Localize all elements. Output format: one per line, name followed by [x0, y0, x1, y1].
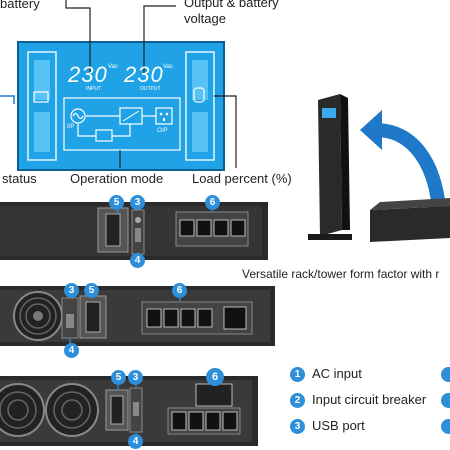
output-voltage-label-1: Output & battery — [184, 0, 279, 10]
load-percent-pointer — [214, 95, 237, 168]
breaker-3 — [110, 395, 124, 425]
badge-u3-6: 6 — [206, 368, 224, 386]
input-unit: Vac — [108, 64, 118, 70]
badge-u3-3: 3 — [128, 370, 143, 385]
tower-ups-screen — [322, 108, 336, 118]
battery-icon — [33, 91, 49, 103]
legend-badge-cut-1 — [441, 367, 450, 382]
legend-text-3: USB port — [312, 418, 365, 433]
load-percent-label: Load percent (%) — [192, 171, 292, 186]
rear-panel-1 — [0, 202, 268, 260]
breaker-1 — [105, 213, 121, 247]
arrow-head — [360, 110, 382, 150]
battery-segment-bottom — [34, 112, 50, 152]
legend-badge-3: 3 — [290, 419, 305, 434]
status-label: status — [2, 171, 37, 186]
badge-u1-3: 3 — [130, 195, 145, 210]
badge-u1-5: 5 — [109, 195, 124, 210]
operation-mode-box — [63, 97, 181, 151]
battery-label: battery — [0, 0, 40, 11]
badge-u2-6: 6 — [172, 283, 187, 298]
legend-text-1: AC input — [312, 366, 362, 381]
lcd-panel — [17, 41, 225, 171]
badge-u1-4: 4 — [130, 253, 145, 268]
op-label: O/P — [157, 128, 168, 134]
voltage-pointer — [143, 5, 176, 74]
input-label: INPUT — [86, 86, 101, 92]
badge-u2-3: 3 — [64, 283, 79, 298]
battery-segment-top — [34, 60, 50, 100]
tower-ups-body — [318, 94, 342, 236]
load-segment-bottom — [192, 112, 208, 152]
outlet-icon — [155, 107, 173, 125]
legend-badge-1: 1 — [290, 367, 305, 382]
rack-ups-body — [370, 206, 450, 242]
hw-outlet-3 — [195, 383, 233, 407]
tower-base — [308, 234, 352, 240]
battery-level-bar — [27, 51, 57, 161]
ip-label: I/P — [67, 124, 75, 130]
usb-port-1 — [135, 217, 141, 223]
fan-3a — [0, 383, 45, 437]
battery-pointer — [65, 0, 91, 74]
form-factor-caption: Versatile rack/tower form factor with r — [242, 267, 440, 281]
breaker-2 — [85, 301, 101, 333]
operation-mode-label: Operation mode — [70, 171, 164, 186]
product-illustration — [308, 94, 450, 242]
load-icon — [193, 87, 205, 103]
output-unit: Vac — [163, 64, 173, 70]
badge-u1-6: 6 — [205, 195, 220, 210]
badge-u2-5: 5 — [84, 283, 99, 298]
badge-u3-5: 5 — [111, 370, 126, 385]
output-label: OUTPUT — [140, 86, 161, 92]
ac-source-icon — [70, 108, 86, 124]
legend-badge-cut-3 — [441, 419, 450, 434]
lcd-diagram — [0, 0, 237, 171]
legend-badge-2: 2 — [290, 393, 305, 408]
input-voltage-value: 230 — [68, 62, 108, 87]
rear-panel-3 — [0, 376, 258, 446]
legend-text-2: Input circuit breaker — [312, 392, 427, 407]
legend-badge-cut-2 — [441, 393, 450, 408]
load-level-bar — [185, 51, 215, 161]
usb-port-3 — [133, 402, 139, 416]
rear-panel-2 — [0, 286, 275, 346]
badge-u2-4: 4 — [64, 343, 79, 358]
status-pointer — [0, 95, 15, 104]
output-voltage-label-2: voltage — [184, 11, 226, 26]
usb-port-2 — [66, 314, 74, 328]
output-voltage-value: 230 — [124, 62, 164, 87]
badge-u3-4: 4 — [128, 434, 143, 449]
